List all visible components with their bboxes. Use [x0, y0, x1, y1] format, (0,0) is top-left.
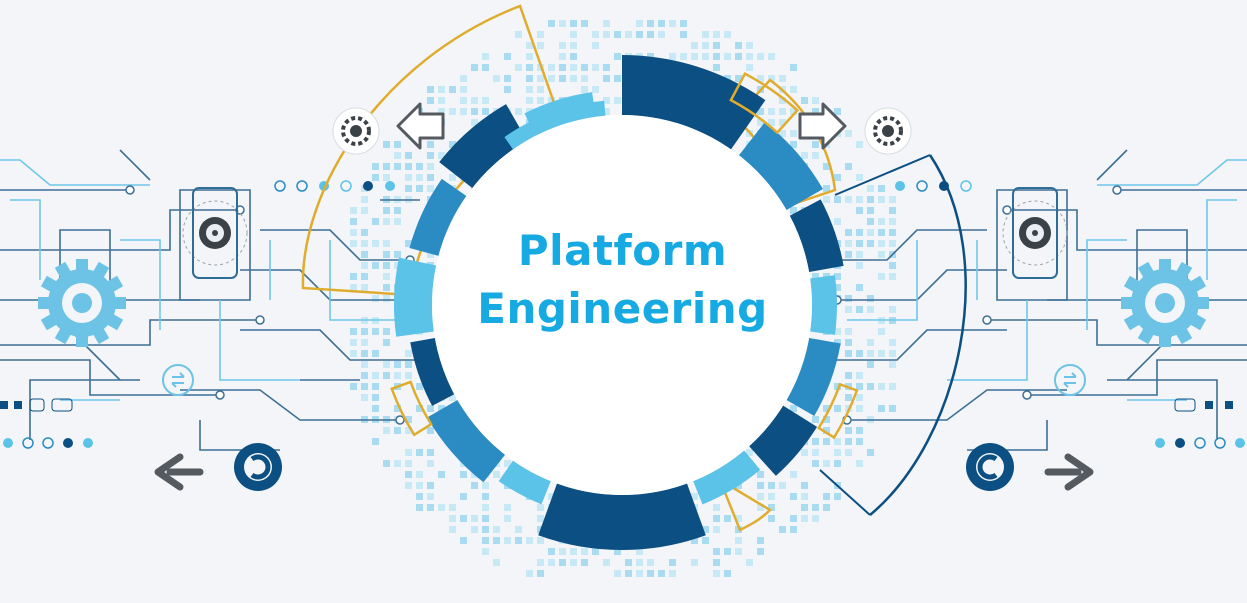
- title-line-1: Platform: [517, 226, 728, 275]
- arrow-left-icon: [396, 102, 445, 150]
- gear-icon: [1121, 259, 1209, 347]
- segmented-ring: [390, 55, 859, 550]
- refresh-icon: [162, 364, 194, 396]
- gear-icon: [966, 443, 1014, 491]
- dot-row-right: [895, 180, 1245, 449]
- circuit-traces-left-light: [0, 159, 400, 401]
- page-title: Platform Engineering: [420, 222, 825, 338]
- navy-arc-right-inner: [819, 154, 931, 516]
- wheel-icon: [182, 187, 248, 279]
- gear-icon: [864, 107, 912, 155]
- navy-arc-right: [869, 154, 967, 516]
- refresh-icon: [1054, 364, 1086, 396]
- title-line-2: Engineering: [477, 284, 768, 333]
- circuit-traces-right-light: [847, 159, 1247, 401]
- dot-row-left-top: [274, 180, 395, 192]
- gear-icon: [38, 259, 126, 347]
- wheel-icon: [1002, 187, 1068, 279]
- gear-icon: [234, 443, 282, 491]
- gear-icon: [332, 107, 380, 155]
- arrow-right-icon: [798, 102, 847, 150]
- dot-row-left-bottom: [0, 398, 93, 449]
- arrow-left-icon: [154, 453, 204, 491]
- arrow-right-icon: [1044, 453, 1094, 491]
- gold-arc-bottom: [717, 477, 773, 532]
- center-disc: [432, 115, 812, 495]
